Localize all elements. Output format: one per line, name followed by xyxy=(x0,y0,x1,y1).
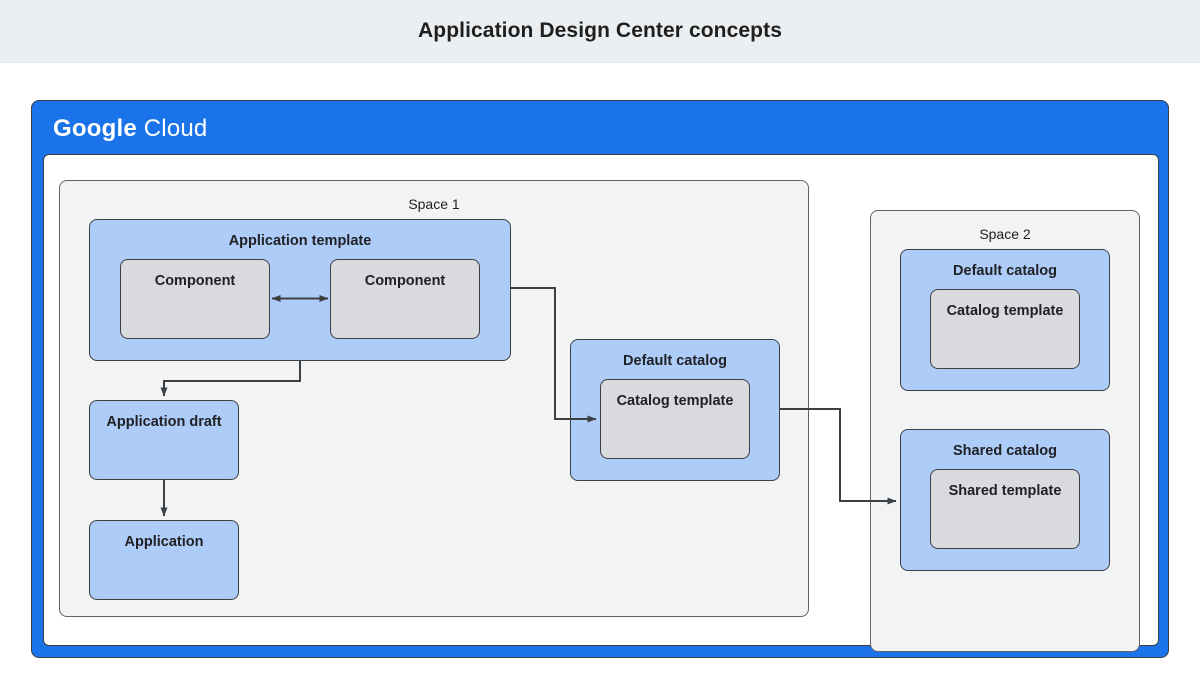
application-label: Application xyxy=(124,534,204,550)
google-cloud-logo-google: Google xyxy=(53,115,137,142)
application-draft-label: Application draft xyxy=(106,414,222,430)
catalog-template-space-2-box[interactable]: Catalog template xyxy=(930,289,1080,369)
diagram-canvas: Google Cloud Space 1 Application templat… xyxy=(0,63,1200,700)
google-cloud-logo: Google Cloud xyxy=(53,115,207,143)
component-right-label: Component xyxy=(364,273,446,289)
header-bar: Application Design Center concepts xyxy=(0,0,1200,63)
application-box[interactable]: Application xyxy=(89,520,239,600)
default-catalog-space-2-label: Default catalog xyxy=(953,263,1057,279)
space-2-label: Space 2 xyxy=(979,226,1031,242)
component-right-box[interactable]: Component xyxy=(330,259,480,339)
google-cloud-logo-cloud: Cloud xyxy=(143,115,208,142)
catalog-template-space-1-box[interactable]: Catalog template xyxy=(600,379,750,459)
catalog-template-space-2-label: Catalog template xyxy=(946,303,1064,319)
component-left-box[interactable]: Component xyxy=(120,259,270,339)
default-catalog-space-1-label: Default catalog xyxy=(623,353,727,369)
component-left-label: Component xyxy=(154,273,236,289)
application-draft-box[interactable]: Application draft xyxy=(89,400,239,480)
shared-template-label: Shared template xyxy=(948,483,1062,499)
shared-template-box[interactable]: Shared template xyxy=(930,469,1080,549)
shared-catalog-label: Shared catalog xyxy=(953,443,1057,459)
space-1-label: Space 1 xyxy=(408,196,460,212)
page-title: Application Design Center concepts xyxy=(418,19,782,42)
catalog-template-space-1-label: Catalog template xyxy=(616,393,734,409)
application-template-label: Application template xyxy=(228,233,372,249)
